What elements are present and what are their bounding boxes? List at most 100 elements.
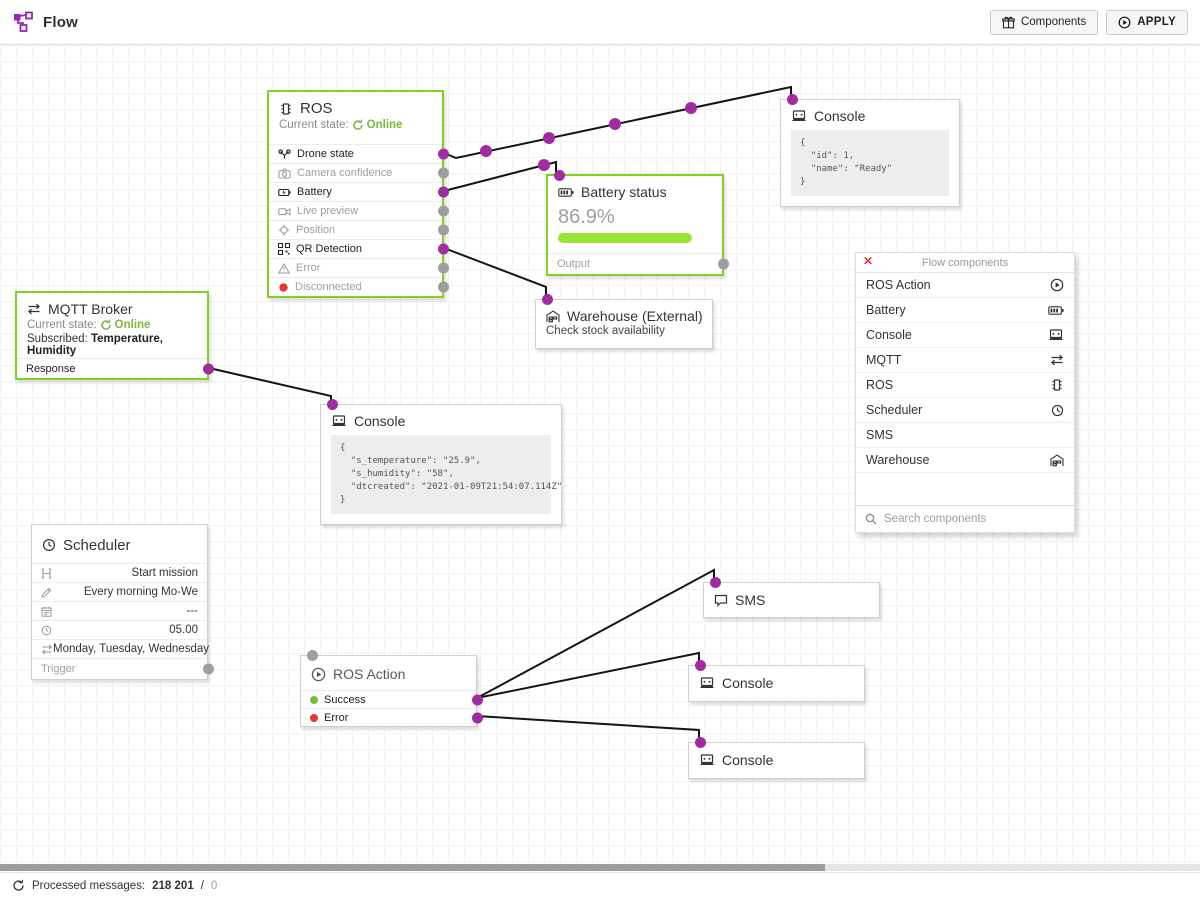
- panel-item-console[interactable]: Console: [856, 323, 1074, 348]
- input-port[interactable]: [695, 737, 706, 748]
- output-port-response[interactable]: [203, 363, 214, 374]
- warning-icon: [278, 262, 290, 274]
- play-circle-icon: [1050, 278, 1064, 292]
- panel-header[interactable]: ✕ Flow components: [856, 253, 1074, 273]
- components-button[interactable]: Components: [989, 9, 1099, 35]
- clock-icon: [41, 625, 52, 636]
- port-row-output[interactable]: Output: [548, 253, 729, 274]
- console-icon: [699, 676, 715, 690]
- output-port-error[interactable]: [472, 712, 483, 723]
- input-port[interactable]: [542, 294, 553, 305]
- panel-search: [856, 505, 1074, 532]
- scheduler-row-description[interactable]: Every morning Mo-We: [32, 582, 207, 601]
- output-port-qr-detection[interactable]: [438, 243, 449, 255]
- output-port[interactable]: [718, 258, 729, 270]
- node-ros[interactable]: ROS Current state: Online: [267, 90, 449, 298]
- panel-item-warehouse[interactable]: Warehouse: [856, 448, 1074, 473]
- port-row-error[interactable]: Error: [269, 258, 449, 277]
- node-scheduler[interactable]: Scheduler Start mission Every morning Mo…: [31, 524, 214, 680]
- node-console-b2[interactable]: Console: [688, 737, 865, 779]
- message-dot: [480, 145, 492, 157]
- battery-charge-icon: [278, 187, 291, 198]
- gift-icon: [1002, 16, 1015, 29]
- input-port[interactable]: [307, 650, 318, 661]
- node-mqtt-broker[interactable]: MQTT Broker Current state: Online Subscr…: [15, 291, 214, 380]
- input-port[interactable]: [327, 399, 338, 410]
- panel-item-sms[interactable]: SMS: [856, 423, 1074, 448]
- panel-item-label: ROS Action: [866, 278, 931, 292]
- port-label: Position: [296, 224, 336, 236]
- scheduler-row-repeat[interactable]: Monday, Tuesday, Wednesday: [32, 639, 209, 658]
- state-label: Current state:: [27, 319, 97, 331]
- output-port-camera-confidence[interactable]: [438, 167, 449, 179]
- port-row-error[interactable]: Error: [301, 708, 483, 726]
- scheduler-description: Every morning Mo-We: [83, 586, 198, 598]
- port-row-position[interactable]: Position: [269, 220, 449, 239]
- node-sms[interactable]: SMS: [703, 577, 880, 618]
- horizontal-scrollbar-track[interactable]: [0, 864, 1200, 871]
- node-ros-action[interactable]: ROS Action Success Error: [300, 650, 483, 727]
- output-port-drone-state[interactable]: [438, 148, 449, 160]
- output-port-trigger[interactable]: [203, 663, 214, 675]
- state-label: Current state:: [279, 119, 349, 131]
- apply-button[interactable]: APPLY: [1106, 9, 1188, 35]
- panel-title: Flow components: [921, 256, 1009, 269]
- top-bar: Flow Components APPLY: [0, 0, 1200, 45]
- battery-icon: [1048, 305, 1064, 316]
- output-port-position[interactable]: [438, 224, 449, 236]
- port-row-trigger[interactable]: Trigger: [32, 658, 214, 679]
- port-row-qr-detection[interactable]: QR Detection: [269, 239, 449, 258]
- port-label: Live preview: [297, 205, 359, 217]
- panel-item-ros-action[interactable]: ROS Action: [856, 273, 1074, 298]
- port-label: Camera confidence: [297, 167, 393, 179]
- scheduler-mission-name: Start mission: [131, 567, 198, 579]
- port-row-drone-state[interactable]: Drone state: [269, 144, 449, 163]
- flow-canvas[interactable]: ROS Current state: Online: [0, 45, 1200, 872]
- node-battery-status[interactable]: Battery status 86.9% Output: [546, 170, 729, 276]
- node-warehouse[interactable]: Warehouse (External) Check stock availab…: [535, 294, 713, 349]
- panel-item-mqtt[interactable]: MQTT: [856, 348, 1074, 373]
- output-port-error[interactable]: [438, 262, 449, 274]
- scheduler-row-time[interactable]: 05.00: [32, 620, 207, 639]
- processed-messages-label: Processed messages:: [32, 879, 146, 892]
- input-port[interactable]: [710, 577, 721, 588]
- panel-item-label: Battery: [866, 303, 906, 317]
- panel-item-ros[interactable]: ROS: [856, 373, 1074, 398]
- output-port-live-preview[interactable]: [438, 205, 449, 217]
- port-row-battery[interactable]: Battery: [269, 182, 449, 201]
- node-console-b1[interactable]: Console: [688, 660, 865, 702]
- input-port[interactable]: [695, 660, 706, 671]
- battery-icon: [558, 187, 574, 198]
- clock-icon: [42, 538, 56, 552]
- close-icon[interactable]: ✕: [863, 254, 874, 268]
- input-port[interactable]: [554, 170, 565, 181]
- scheduler-row-date[interactable]: ---: [32, 601, 207, 620]
- panel-item-battery[interactable]: Battery: [856, 298, 1074, 323]
- port-row-camera-confidence[interactable]: Camera confidence: [269, 163, 449, 182]
- scheduler-row-name[interactable]: Start mission: [32, 563, 207, 582]
- sms-icon: [714, 594, 728, 607]
- search-icon: [865, 513, 877, 525]
- console-output: { "s_temperature": "25.9", "s_humidity":…: [331, 435, 562, 514]
- horizontal-scrollbar-thumb[interactable]: [0, 864, 825, 871]
- output-port-battery[interactable]: [438, 186, 449, 198]
- wire-mqtt-to-console: [208, 367, 332, 404]
- node-title: SMS: [735, 592, 766, 608]
- node-title: Console: [354, 413, 406, 429]
- node-title: Console: [814, 108, 866, 124]
- search-components-input[interactable]: [884, 513, 1065, 525]
- node-console-top[interactable]: Console { "id": 1, "name": "Ready" }: [780, 94, 960, 207]
- state-value: Online: [366, 119, 403, 131]
- port-row-live-preview[interactable]: Live preview: [269, 201, 449, 220]
- panel-item-scheduler[interactable]: Scheduler: [856, 398, 1074, 423]
- flow-logo-icon: [12, 11, 34, 33]
- node-console-mid[interactable]: Console { "s_temperature": "25.9", "s_hu…: [320, 399, 562, 525]
- output-port-disconnected[interactable]: [438, 281, 449, 293]
- subscribed-topics: Temperature, Humidity: [27, 333, 163, 357]
- port-row-success[interactable]: Success: [301, 690, 483, 708]
- input-port[interactable]: [787, 94, 798, 105]
- output-port-success[interactable]: [472, 694, 483, 705]
- port-row-response[interactable]: Response: [17, 358, 214, 378]
- battery-progress-bar: [558, 233, 692, 243]
- port-row-disconnected[interactable]: Disconnected: [269, 277, 449, 296]
